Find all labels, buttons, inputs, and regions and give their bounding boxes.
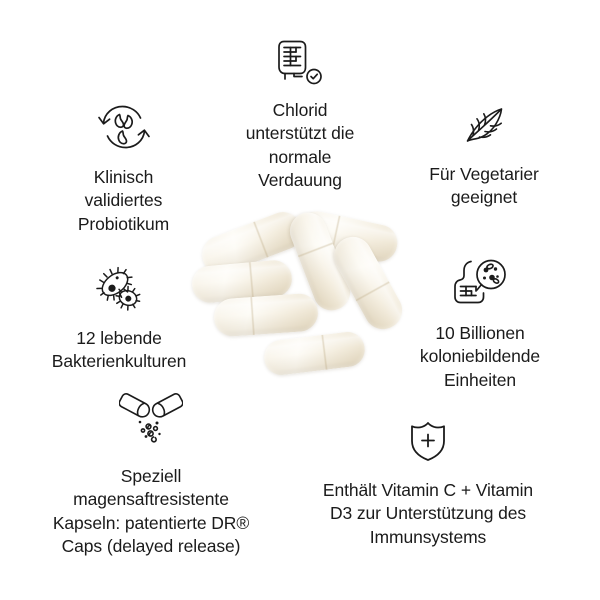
leaf-icon	[459, 101, 509, 147]
feature-12-lebende-bakterienkulturen: 12 lebende Bakterienkulturen	[34, 265, 204, 374]
feature-label: Klinisch validiertes Probiotikum	[77, 167, 170, 234]
feature-fuer-vegetarier-geeignet: Für Vegetarier geeignet	[404, 101, 564, 210]
capsule-pile	[190, 206, 409, 378]
feature-vitamin-c-d3-immunsystem: Enthält Vitamin C + Vitamin D3 zur Unter…	[280, 419, 576, 549]
feature-magensaftresistente-kapseln: Speziell magensaftresistente Kapseln: pa…	[26, 391, 276, 558]
feature-label: Speziell magensaftresistente Kapseln: pa…	[52, 466, 250, 556]
intestine-microscope-icon	[450, 257, 510, 309]
feature-label: Enthält Vitamin C + Vitamin D3 zur Unter…	[322, 480, 534, 547]
capsule	[262, 329, 367, 378]
capsule	[212, 292, 320, 338]
shield-plus-icon	[408, 419, 448, 463]
feature-label: 12 lebende Bakterienkulturen	[51, 328, 187, 372]
feature-chlorid: Chlorid unterstützt die normale Verdauun…	[214, 36, 386, 192]
feature-label: Für Vegetarier geeignet	[429, 164, 539, 208]
intestine-check-icon	[272, 36, 328, 86]
bacteria-icon	[92, 265, 146, 313]
open-capsule-icon	[118, 391, 184, 449]
feature-10-billionen-koloniebildende-einheiten: 10 Billionen koloniebildende Einheiten	[396, 257, 564, 392]
feature-klinisch-validiertes-probiotikum: Klinisch validiertes Probiotikum	[46, 101, 201, 236]
feature-label: 10 Billionen koloniebildende Einheiten	[419, 323, 541, 390]
feature-label: Chlorid unterstützt die normale Verdauun…	[245, 100, 355, 190]
probiotic-cycle-icon	[95, 101, 153, 153]
